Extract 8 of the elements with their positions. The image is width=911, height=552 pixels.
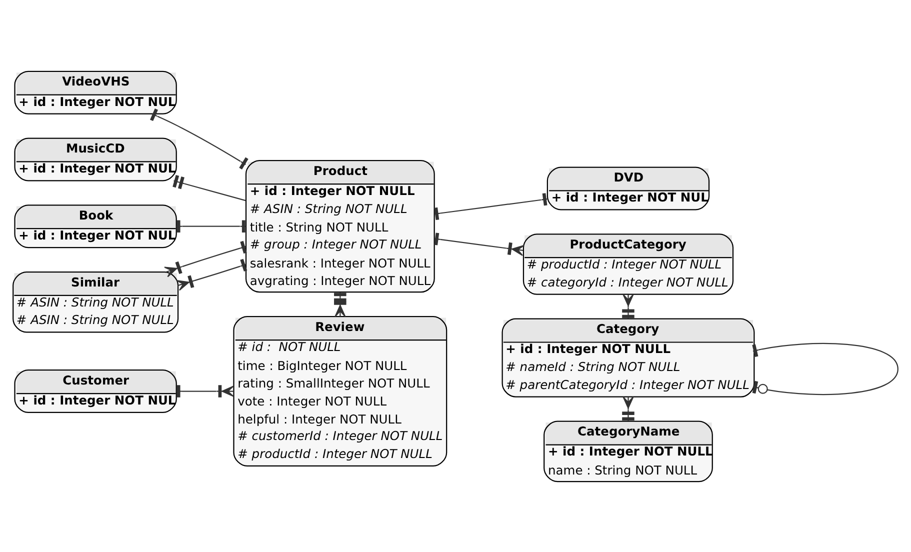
connector [172, 174, 246, 201]
connector [164, 240, 247, 277]
connector [622, 396, 634, 421]
connector [176, 258, 248, 290]
connector [752, 342, 898, 395]
connector [434, 232, 524, 256]
connector [150, 108, 248, 169]
connector [434, 192, 548, 220]
